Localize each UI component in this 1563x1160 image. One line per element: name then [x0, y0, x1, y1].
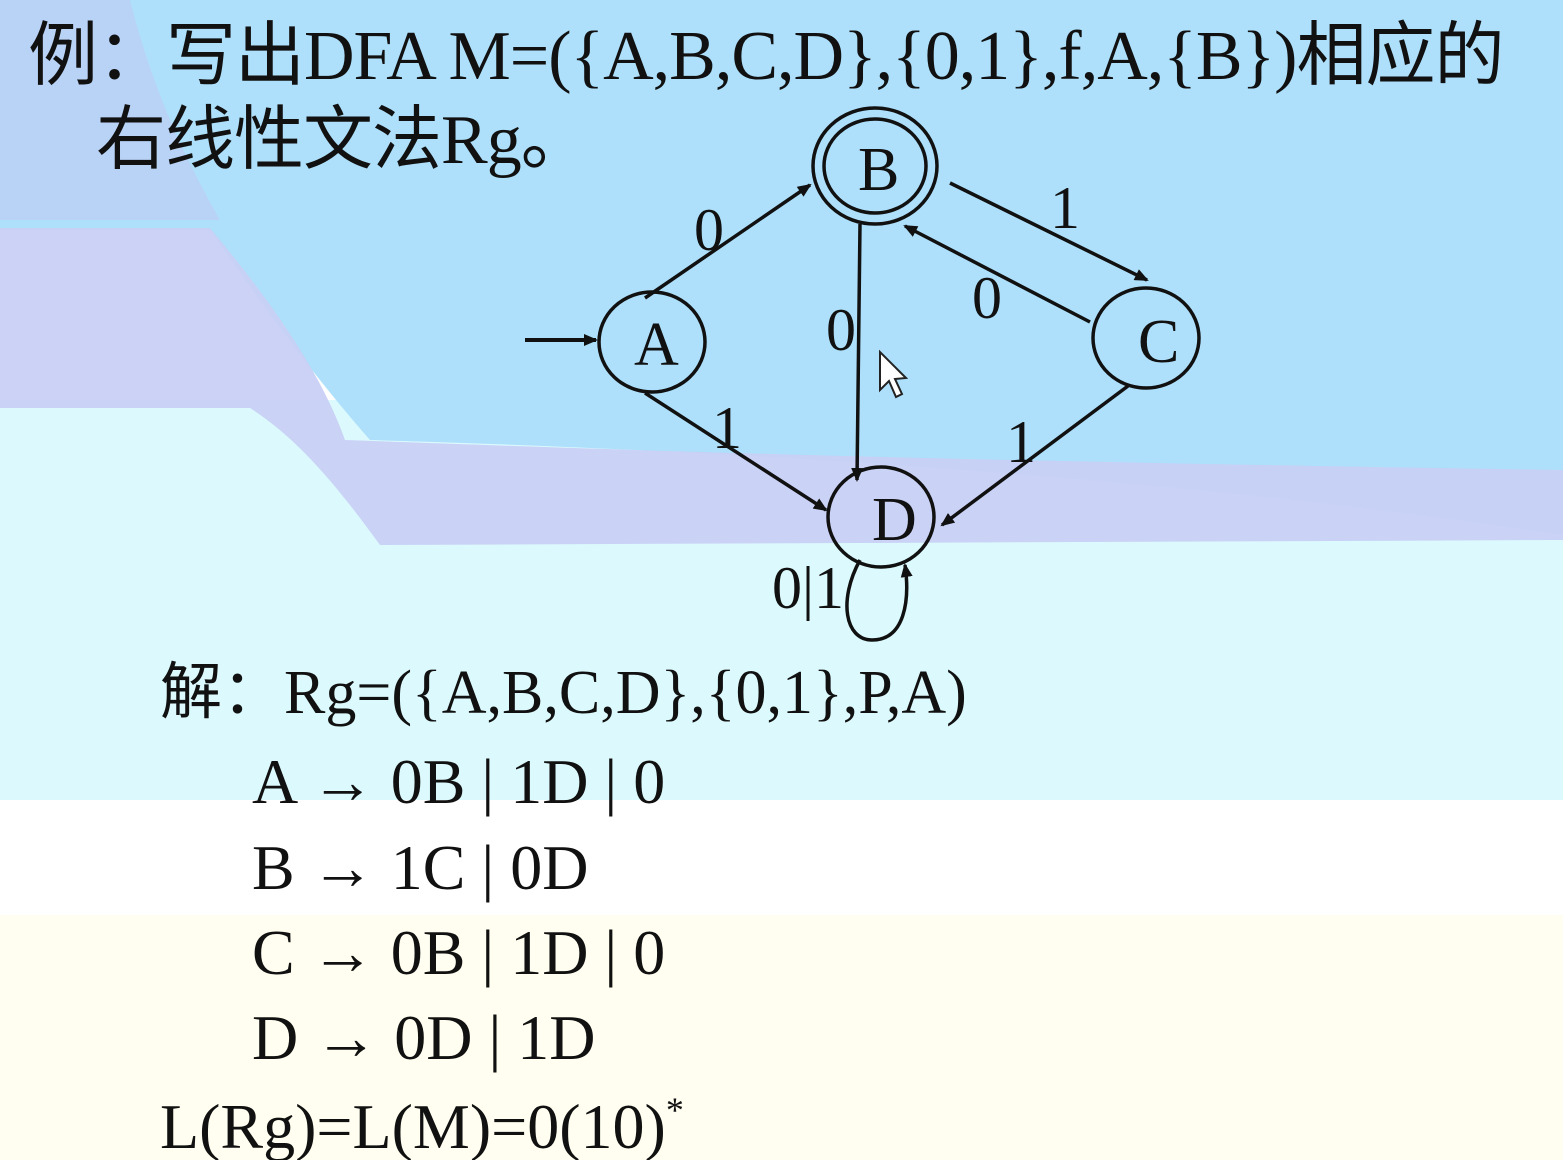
state-c: C: [1091, 286, 1201, 390]
state-b: B: [811, 106, 939, 226]
production-rule: C → 0B | 1D | 0: [252, 917, 666, 988]
production-rule: D → 0D | 1D: [252, 1002, 596, 1073]
transition-d-d-label: 0|1: [772, 555, 844, 621]
state-c-label: C: [1138, 308, 1179, 376]
transition-c-b: 0: [903, 224, 1091, 331]
state-a: A: [597, 290, 707, 394]
production-rule: B → 1C | 0D: [252, 832, 589, 903]
bg-lavender-band: [0, 228, 1563, 545]
kleene-star: *: [665, 1090, 684, 1130]
transition-d-d-loop: 0|1: [772, 555, 913, 642]
state-b-label: B: [858, 136, 899, 204]
solution-heading: 解：Rg=({A,B,C,D},{0,1},P,A): [160, 659, 967, 727]
production-rule: A → 0B | 1D | 0: [252, 746, 666, 817]
mouse-cursor-icon: [879, 349, 909, 399]
transition-b-c: 1: [949, 175, 1149, 282]
bg-lavender-top-left: [0, 0, 220, 220]
language-equation: L(Rg)=L(M)=0(10)*: [160, 1092, 684, 1159]
transition-a-d-label: 1: [712, 395, 742, 461]
language-equation-text: L(Rg)=L(M)=0(10): [160, 1091, 666, 1160]
transition-a-b: 0: [644, 183, 812, 300]
transition-a-b-label: 0: [694, 197, 724, 263]
transition-c-b-label: 0: [972, 265, 1002, 331]
transition-b-d-label: 0: [826, 297, 856, 363]
transition-a-d: 1: [644, 391, 828, 512]
state-d: D: [826, 465, 936, 569]
title-line-2: 右线性文法Rg。: [96, 102, 591, 179]
transition-c-d: 1: [940, 384, 1130, 527]
title-line-1: 例：写出DFA M=({A,B,C,D},{0,1},f,A,{B})相应的: [28, 18, 1504, 95]
transition-c-d-label: 1: [1006, 409, 1036, 475]
transition-b-c-label: 1: [1050, 175, 1080, 241]
state-d-label: D: [872, 486, 917, 554]
bg-sky-blue-band: [0, 0, 1563, 535]
state-a-label: A: [634, 311, 679, 379]
transition-b-d: 0: [826, 223, 864, 482]
bg-pale-yellow: [0, 915, 1563, 1160]
